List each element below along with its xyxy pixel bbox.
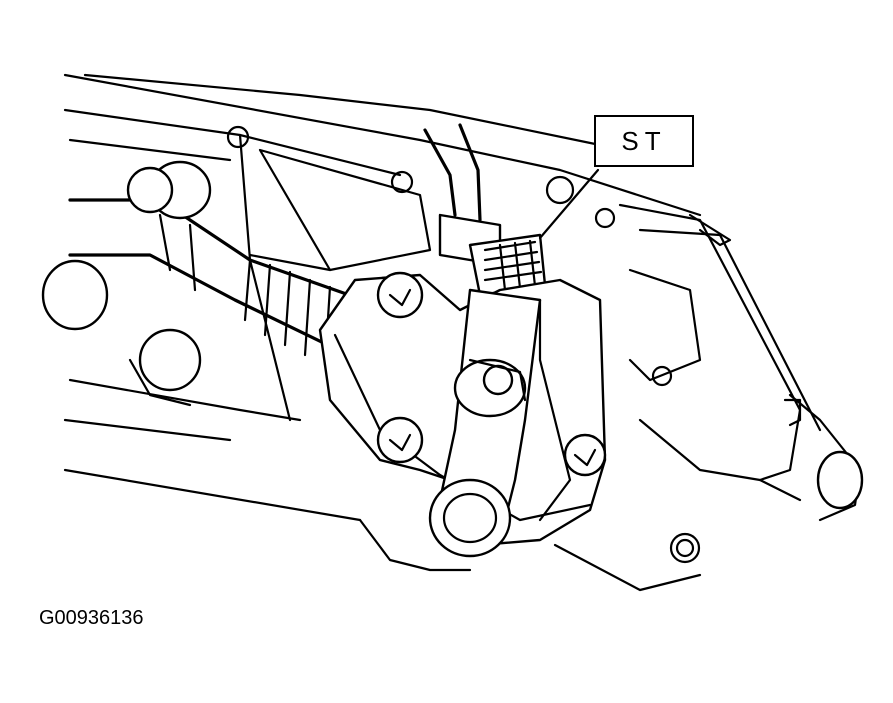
left-bolt-caps [41, 160, 212, 392]
wire-harness-connector [423, 123, 600, 297]
shift-lever [428, 288, 542, 558]
figure-id: G00936136 [39, 607, 144, 629]
right-bolt [783, 398, 864, 510]
callout-label-box: ST [594, 115, 694, 167]
right-case-outline [358, 203, 862, 592]
callout-label: ST [621, 125, 667, 156]
